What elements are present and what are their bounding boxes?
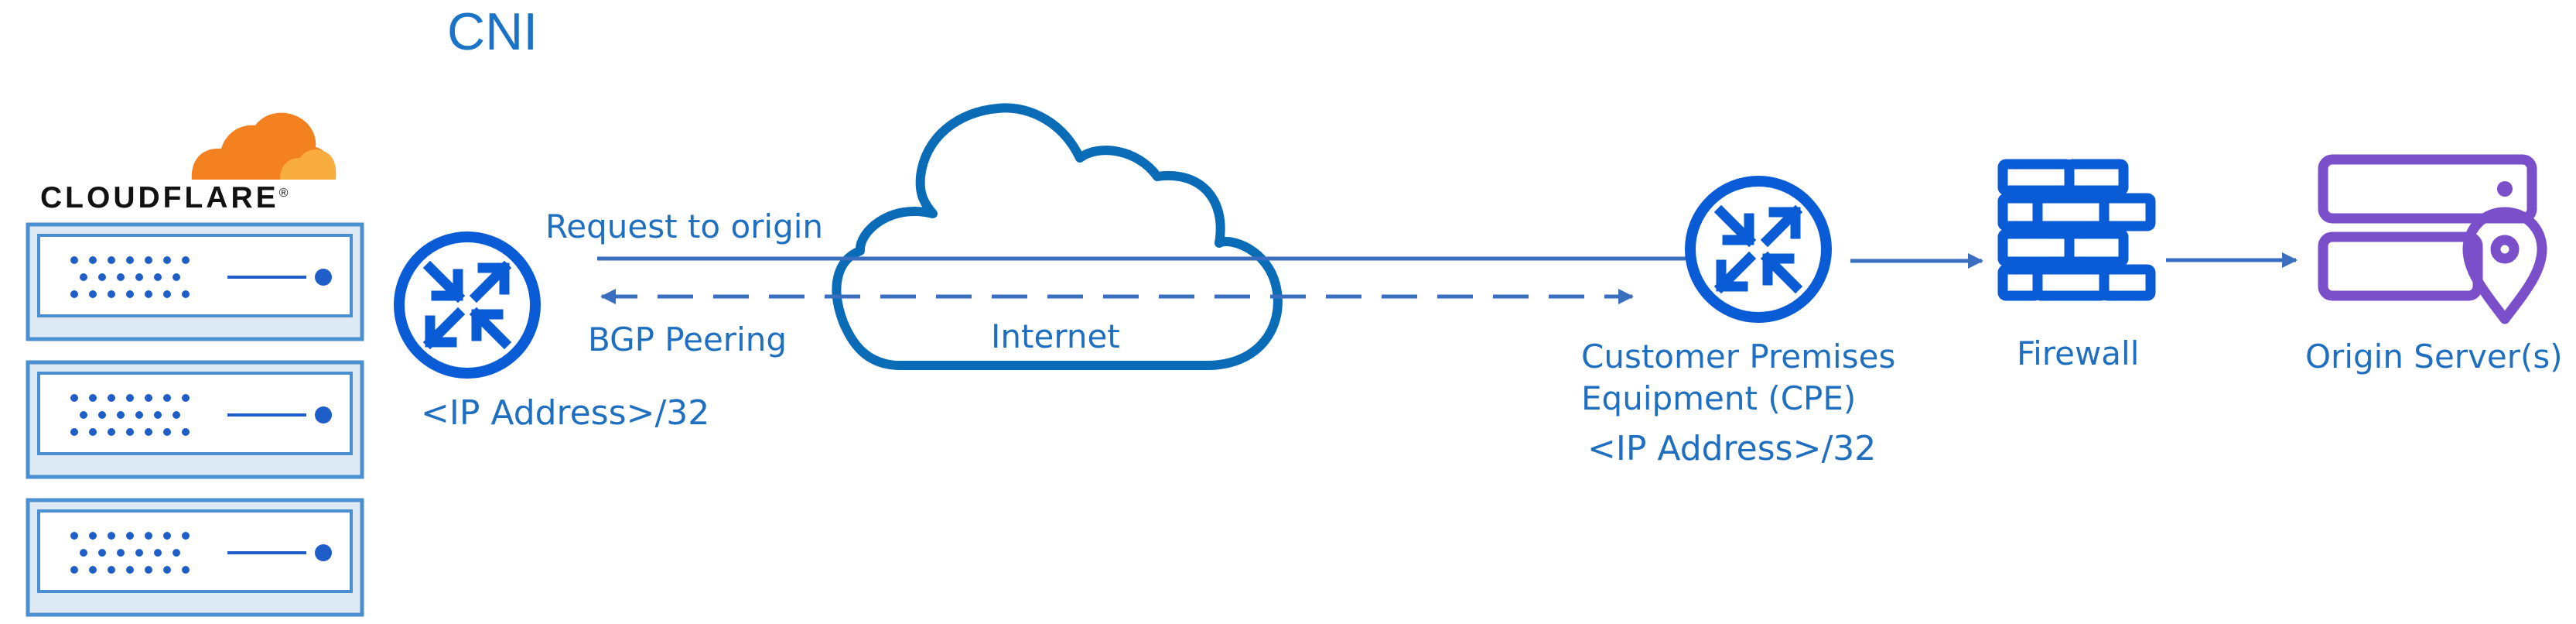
cloudflare-ip-label: <IP Address>/32: [421, 393, 710, 433]
firewall-icon: [1997, 159, 2156, 301]
cloudflare-logo: [191, 112, 337, 180]
internet-label: Internet: [991, 317, 1120, 355]
cloudflare-wordmark: CLOUDFLARE®: [40, 181, 288, 215]
origin-label: Origin Server(s): [2305, 338, 2563, 375]
firewall-label: Firewall: [2017, 334, 2140, 372]
origin-server-icon: [2318, 154, 2547, 324]
cpe-label-line2: Equipment (CPE): [1581, 379, 1857, 417]
cloudflare-server-icon-3: [28, 500, 362, 615]
page-title: CNI: [447, 2, 538, 61]
bgp-label: BGP Peering: [588, 321, 787, 358]
request-label: Request to origin: [545, 207, 824, 245]
cpe-router-icon: [1690, 181, 1826, 317]
brand-mark: ®: [278, 187, 289, 200]
cpe-ip-label: <IP Address>/32: [1587, 429, 1877, 468]
cloudflare-router-icon: [399, 237, 535, 373]
origin-server-led: [2497, 181, 2513, 197]
cloudflare-server-icon-2: [28, 362, 362, 477]
brand-text: CLOUDFLARE: [40, 181, 279, 214]
cpe-label-line1: Customer Premises: [1581, 338, 1896, 375]
cloudflare-server-icon-1: [28, 225, 362, 339]
